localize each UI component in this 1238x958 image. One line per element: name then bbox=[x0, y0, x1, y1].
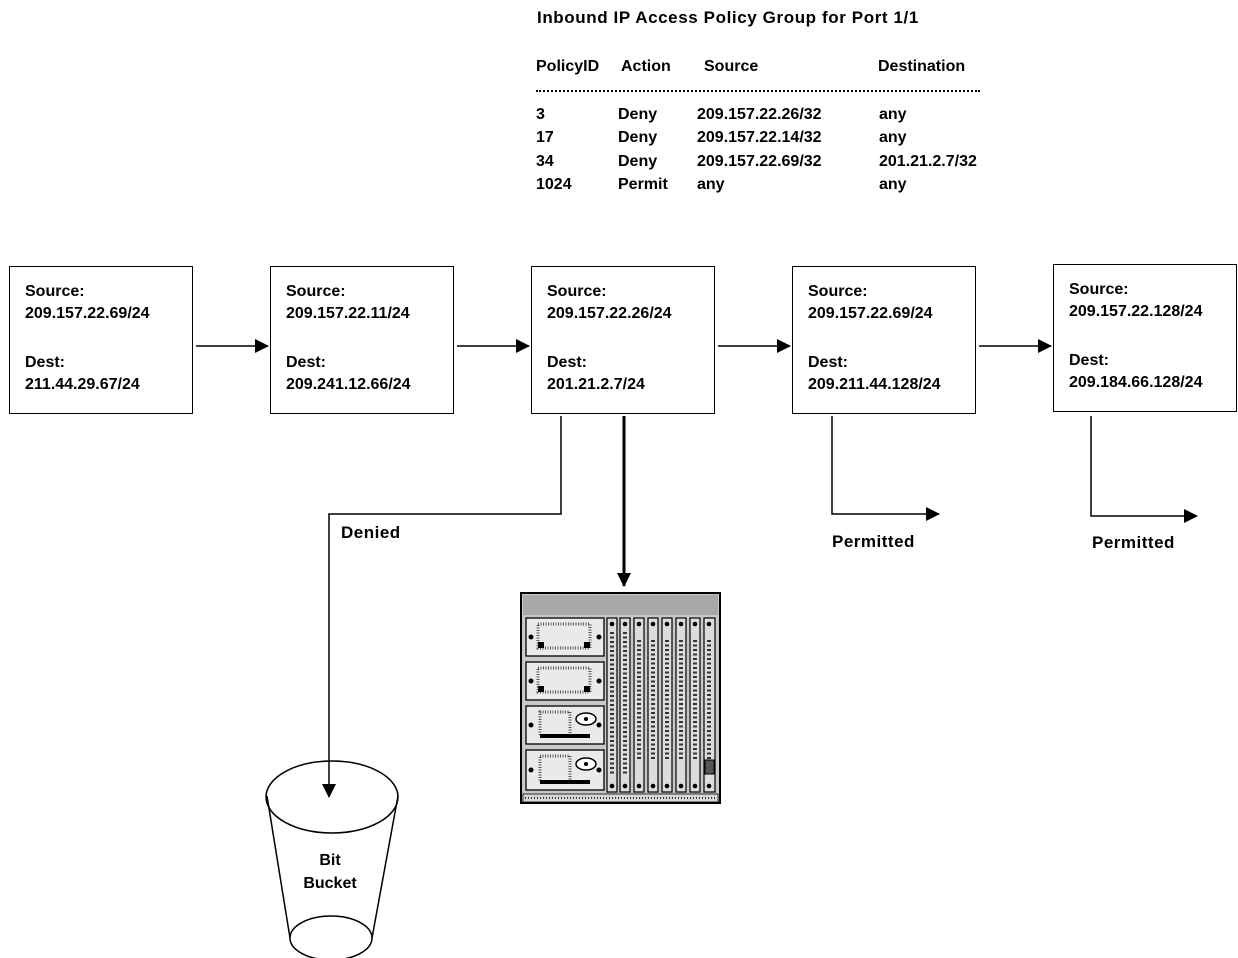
header-source: Source bbox=[704, 58, 758, 76]
destination-cell: any bbox=[879, 106, 907, 124]
header-policy-id: PolicyID bbox=[536, 58, 599, 76]
destination-cell: any bbox=[879, 129, 907, 147]
packet-source-value: 209.157.22.128/24 bbox=[1069, 303, 1202, 321]
denied-label: Denied bbox=[341, 523, 401, 543]
packet-source-label: Source: bbox=[808, 283, 868, 301]
packet-source-value: 209.157.22.11/24 bbox=[286, 305, 410, 323]
packet-dest-value: 209.184.66.128/24 bbox=[1069, 374, 1202, 392]
action-cell: Deny bbox=[618, 129, 657, 147]
table-row: 17 Deny 209.157.22.14/32 any bbox=[536, 129, 1036, 152]
policy-id-cell: 3 bbox=[536, 106, 545, 124]
bit-bucket-line2: Bucket bbox=[270, 872, 390, 895]
packet-dest-value: 211.44.29.67/24 bbox=[25, 376, 140, 394]
packet-source-label: Source: bbox=[25, 283, 85, 301]
policy-table-divider bbox=[536, 90, 980, 92]
bit-bucket-line1: Bit bbox=[270, 849, 390, 872]
action-cell: Deny bbox=[618, 106, 657, 124]
packet-dest-value: 209.241.12.66/24 bbox=[286, 376, 411, 394]
source-cell: 209.157.22.26/32 bbox=[697, 106, 822, 124]
policy-id-cell: 34 bbox=[536, 153, 554, 171]
destination-cell: 201.21.2.7/32 bbox=[879, 153, 977, 171]
packet-dest-label: Dest: bbox=[547, 354, 587, 372]
packet-dest-value: 201.21.2.7/24 bbox=[547, 376, 645, 394]
header-action: Action bbox=[621, 58, 671, 76]
packet-source-value: 209.157.22.69/24 bbox=[25, 305, 150, 323]
packet-source-value: 209.157.22.69/24 bbox=[808, 305, 933, 323]
packet-dest-label: Dest: bbox=[286, 354, 326, 372]
permitted-label-1: Permitted bbox=[832, 532, 915, 552]
action-cell: Deny bbox=[618, 153, 657, 171]
packet-dest-value: 209.211.44.128/24 bbox=[808, 376, 941, 394]
packet-dest-label: Dest: bbox=[1069, 352, 1109, 370]
action-cell: Permit bbox=[618, 176, 668, 194]
packet-box-1: Source: 209.157.22.69/24 Dest: 211.44.29… bbox=[9, 266, 193, 414]
packet-source-label: Source: bbox=[286, 283, 346, 301]
policy-id-cell: 17 bbox=[536, 129, 554, 147]
table-row: 34 Deny 209.157.22.69/32 201.21.2.7/32 bbox=[536, 153, 1036, 176]
table-row: 3 Deny 209.157.22.26/32 any bbox=[536, 106, 1036, 129]
packet-dest-label: Dest: bbox=[25, 354, 65, 372]
packet-box-5: Source: 209.157.22.128/24 Dest: 209.184.… bbox=[1053, 264, 1237, 412]
policy-id-cell: 1024 bbox=[536, 176, 572, 194]
packet-box-3: Source: 209.157.22.26/24 Dest: 201.21.2.… bbox=[531, 266, 715, 414]
policy-table-body: 3 Deny 209.157.22.26/32 any 17 Deny 209.… bbox=[536, 106, 1036, 199]
table-row: 1024 Permit any any bbox=[536, 176, 1036, 199]
permitted-path-1-line bbox=[832, 416, 939, 514]
packet-dest-label: Dest: bbox=[808, 354, 848, 372]
policy-group-title: Inbound IP Access Policy Group for Port … bbox=[537, 8, 919, 28]
source-cell: 209.157.22.14/32 bbox=[697, 129, 822, 147]
header-destination: Destination bbox=[878, 58, 965, 76]
permitted-path-2-line bbox=[1091, 416, 1197, 516]
permitted-label-2: Permitted bbox=[1092, 533, 1175, 553]
packet-box-2: Source: 209.157.22.11/24 Dest: 209.241.1… bbox=[270, 266, 454, 414]
packet-box-4: Source: 209.157.22.69/24 Dest: 209.211.4… bbox=[792, 266, 976, 414]
source-cell: any bbox=[697, 176, 725, 194]
packet-source-value: 209.157.22.26/24 bbox=[547, 305, 672, 323]
destination-cell: any bbox=[879, 176, 907, 194]
packet-source-label: Source: bbox=[1069, 281, 1129, 299]
packet-source-label: Source: bbox=[547, 283, 607, 301]
source-cell: 209.157.22.69/32 bbox=[697, 153, 822, 171]
bit-bucket-label: Bit Bucket bbox=[270, 849, 390, 895]
switch-chassis-icon bbox=[521, 593, 720, 803]
